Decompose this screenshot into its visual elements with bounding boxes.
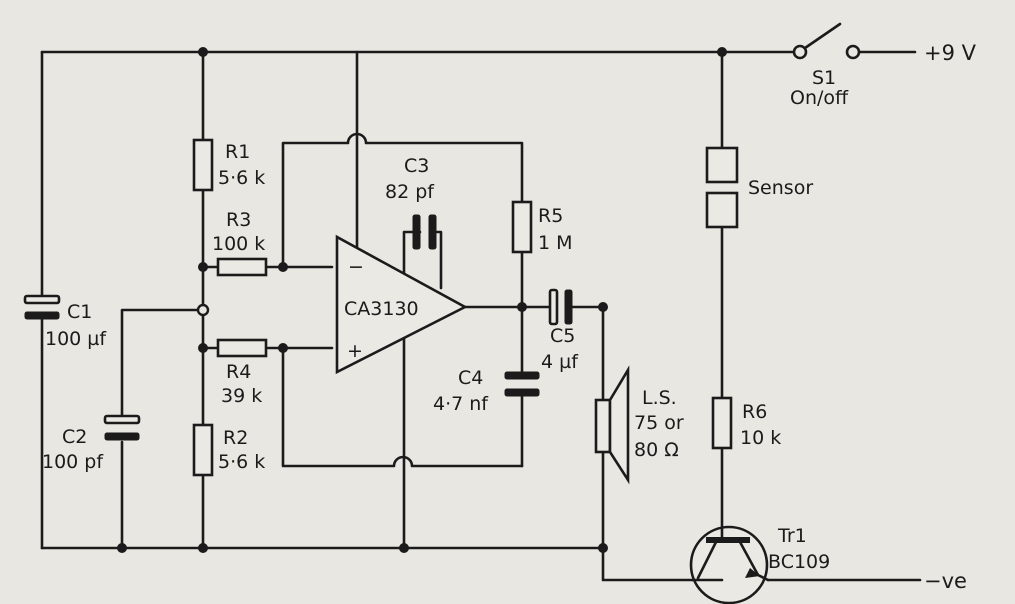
junction-dot (198, 343, 208, 353)
bias-loop (281, 346, 524, 468)
opamp-minus-sign: − (348, 256, 364, 278)
junction-dot (598, 543, 608, 553)
speaker-line3: 80 Ω (634, 439, 679, 461)
junctions (117, 47, 727, 553)
resistor-r6 (711, 396, 733, 450)
r1-name: R1 (225, 141, 250, 163)
opamp-label: CA3130 (344, 298, 419, 320)
c5-value: 4 µf (541, 351, 579, 373)
r4-value: 39 k (221, 385, 262, 407)
junction-dot (278, 262, 288, 272)
s1-name: S1 (812, 67, 836, 89)
r6-value: 10 k (740, 427, 781, 449)
tr1-name: Tr1 (777, 525, 807, 547)
capacitor-c5 (548, 288, 573, 326)
r3-name: R3 (226, 209, 251, 231)
junction-dot (399, 543, 409, 553)
r2-name: R2 (223, 427, 248, 449)
speaker-name: L.S. (642, 387, 677, 409)
c5-name: C5 (550, 325, 575, 347)
junction-dot (117, 543, 127, 553)
resistor-r3 (216, 257, 268, 277)
c2-branch (120, 308, 205, 550)
opamp-ca3130: − + CA3130 (335, 234, 468, 375)
labels: R1 5·6 k R3 100 k R4 39 k R2 5·6 k C1 10… (42, 41, 977, 593)
speaker-lead (601, 450, 695, 582)
tr1-type: BC109 (768, 551, 830, 573)
c1-name: C1 (67, 301, 92, 323)
r1-value: 5·6 k (218, 167, 265, 189)
c1-value: 100 µf (45, 328, 107, 350)
supply-negative-label: −ve (924, 569, 967, 593)
c4-value: 4·7 nf (433, 393, 489, 415)
c3-value: 82 pf (385, 181, 435, 203)
supply-positive-label: +9 V (924, 41, 977, 65)
c2-name: C2 (62, 426, 87, 448)
resistor-r1 (192, 138, 214, 192)
transistor-tr1 (689, 525, 770, 604)
junction-dot (198, 47, 208, 57)
wires (40, 50, 922, 582)
junction-dot (278, 343, 288, 353)
capacitor-c4 (504, 371, 540, 397)
c4-name: C4 (458, 367, 483, 389)
r3-value: 100 k (212, 233, 265, 255)
c2-value: 100 pf (42, 451, 104, 473)
switch-s1 (792, 22, 861, 60)
capacitor-c1 (23, 294, 61, 320)
speaker-line2: 75 or (634, 412, 684, 434)
opamp-plus-sign: + (347, 340, 363, 362)
r5-name: R5 (538, 205, 563, 227)
junction-dot (717, 47, 727, 57)
resistor-r4 (216, 338, 268, 358)
capacitor-c3 (412, 214, 437, 250)
sensor-label: Sensor (748, 177, 813, 199)
resistor-r5 (511, 200, 533, 254)
junction-dot (198, 262, 208, 272)
sensor (705, 146, 739, 229)
speaker-ls (594, 365, 630, 485)
s1-label: On/off (790, 87, 849, 109)
junction-dot (198, 543, 208, 553)
resistor-r2 (192, 423, 214, 477)
junction-dot (598, 302, 608, 312)
junction-dot (517, 302, 527, 312)
r5-value: 1 M (538, 232, 573, 254)
r6-name: R6 (742, 401, 767, 423)
c3-name: C3 (404, 155, 429, 177)
capacitor-c2 (103, 414, 141, 441)
junction-ring (196, 303, 210, 317)
r4-name: R4 (226, 361, 251, 383)
r2-value: 5·6 k (218, 451, 265, 473)
